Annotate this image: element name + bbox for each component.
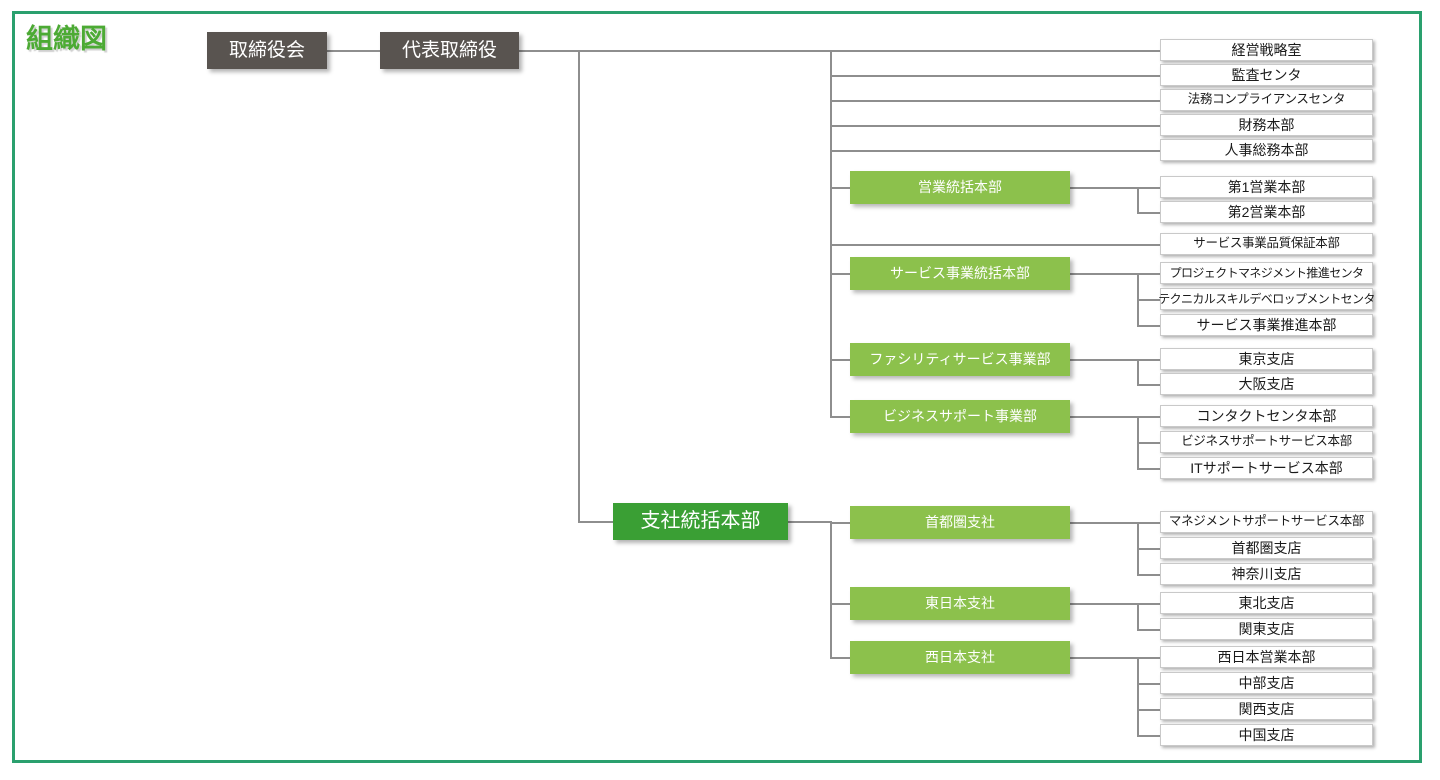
node-metro-1[interactable]: マネジメントサポートサービス本部 [1160,511,1373,533]
connector-west-subrail [1137,657,1139,735]
connector-metro-3 [1137,574,1160,576]
connector-rail-facility [830,359,850,361]
node-metro-2[interactable]: 首都圏支店 [1160,537,1373,559]
node-branch-hq[interactable]: 支社統括本部 [613,503,788,540]
connector-west-2 [1137,683,1160,685]
connector-west-rail [1070,657,1139,659]
connector-east-2 [1137,629,1160,631]
connector-bizsupport-2 [1137,442,1160,444]
connector-branch-rail [830,521,832,658]
connector-rail-saleshq [830,187,850,189]
connector-service-2 [1137,299,1160,301]
node-facility-1[interactable]: 東京支店 [1160,348,1373,370]
connector-bizsupport-3 [1137,468,1160,470]
connector-metro-rail [1070,522,1139,524]
node-service-3[interactable]: サービス事業推進本部 [1160,314,1373,336]
connector-saleshq-rail [1070,187,1139,189]
connector-service-3 [1137,325,1160,327]
connector-trunk-branchhq [578,521,613,523]
connector-rail-servicehq [830,273,850,275]
connector-direct-3 [830,100,1160,102]
connector-rail-west [830,657,850,659]
node-east-1[interactable]: 東北支店 [1160,592,1373,614]
node-west-2[interactable]: 中部支店 [1160,672,1373,694]
connector-facility-1 [1137,359,1160,361]
node-bizsupport-3[interactable]: ITサポートサービス本部 [1160,457,1373,479]
node-east-branch[interactable]: 東日本支社 [850,587,1070,620]
node-bizsupport-2[interactable]: ビジネスサポートサービス本部 [1160,431,1373,453]
connector-metro-1 [1137,522,1160,524]
node-direct-5[interactable]: 人事総務本部 [1160,139,1373,161]
connector-branchhq-rail [788,521,830,523]
node-direct-1[interactable]: 経営戦略室 [1160,39,1373,61]
connector-service-qa [830,244,1160,246]
connector-bizsupport-rail [1070,416,1139,418]
connector-facility-rail [1070,359,1139,361]
connector-facility-subrail [1137,359,1139,385]
node-direct-3[interactable]: 法務コンプライアンスセンタ [1160,89,1373,111]
connector-ceo-trunk [519,50,832,52]
node-service-hq[interactable]: サービス事業統括本部 [850,257,1070,290]
connector-sales-1 [1137,187,1160,189]
connector-rail-east [830,603,850,605]
connector-rail-metro [830,522,850,524]
connector-rail-bizsupport [830,416,850,418]
page-title: 組織図 [25,23,109,56]
node-west-3[interactable]: 関西支店 [1160,698,1373,720]
node-ceo[interactable]: 代表取締役 [380,32,519,69]
node-service-2[interactable]: テクニカルスキルデベロップメントセンタ [1158,288,1375,310]
node-bizsupport-1[interactable]: コンタクトセンタ本部 [1160,405,1373,427]
connector-west-4 [1137,735,1160,737]
node-bizsupport-div[interactable]: ビジネスサポート事業部 [850,400,1070,433]
node-service-qa[interactable]: サービス事業品質保証本部 [1160,233,1373,255]
connector-west-3 [1137,709,1160,711]
connector-sales-subrail [1137,187,1139,213]
connector-bizsupport-1 [1137,416,1160,418]
connector-sales-2 [1137,212,1160,214]
connector-division-rail [830,50,832,418]
connector-facility-2 [1137,384,1160,386]
node-facility-2[interactable]: 大阪支店 [1160,373,1373,395]
connector-direct-4 [830,125,1160,127]
connector-east-rail [1070,603,1139,605]
node-sales-2[interactable]: 第2営業本部 [1160,201,1373,223]
connector-east-1 [1137,603,1160,605]
node-east-2[interactable]: 関東支店 [1160,618,1373,640]
connector-main-trunk [578,50,580,523]
node-facility-div[interactable]: ファシリティサービス事業部 [850,343,1070,376]
connector-direct-1 [830,50,1160,52]
connector-east-subrail [1137,603,1139,629]
connector-west-1 [1137,657,1160,659]
connector-metro-2 [1137,548,1160,550]
node-sales-hq[interactable]: 営業統括本部 [850,171,1070,204]
node-metro-3[interactable]: 神奈川支店 [1160,563,1373,585]
node-direct-4[interactable]: 財務本部 [1160,114,1373,136]
node-direct-2[interactable]: 監査センタ [1160,64,1373,86]
node-west-4[interactable]: 中国支店 [1160,724,1373,746]
node-board[interactable]: 取締役会 [207,32,327,69]
node-sales-1[interactable]: 第1営業本部 [1160,176,1373,198]
connector-service-1 [1137,273,1160,275]
connector-board-ceo [327,50,380,52]
node-west-branch[interactable]: 西日本支社 [850,641,1070,674]
connector-direct-5 [830,150,1160,152]
node-metro-branch[interactable]: 首都圏支社 [850,506,1070,539]
node-service-1[interactable]: プロジェクトマネジメント推進センタ [1160,262,1373,284]
connector-servicehq-rail [1070,273,1139,275]
connector-direct-2 [830,75,1160,77]
node-west-1[interactable]: 西日本営業本部 [1160,646,1373,668]
